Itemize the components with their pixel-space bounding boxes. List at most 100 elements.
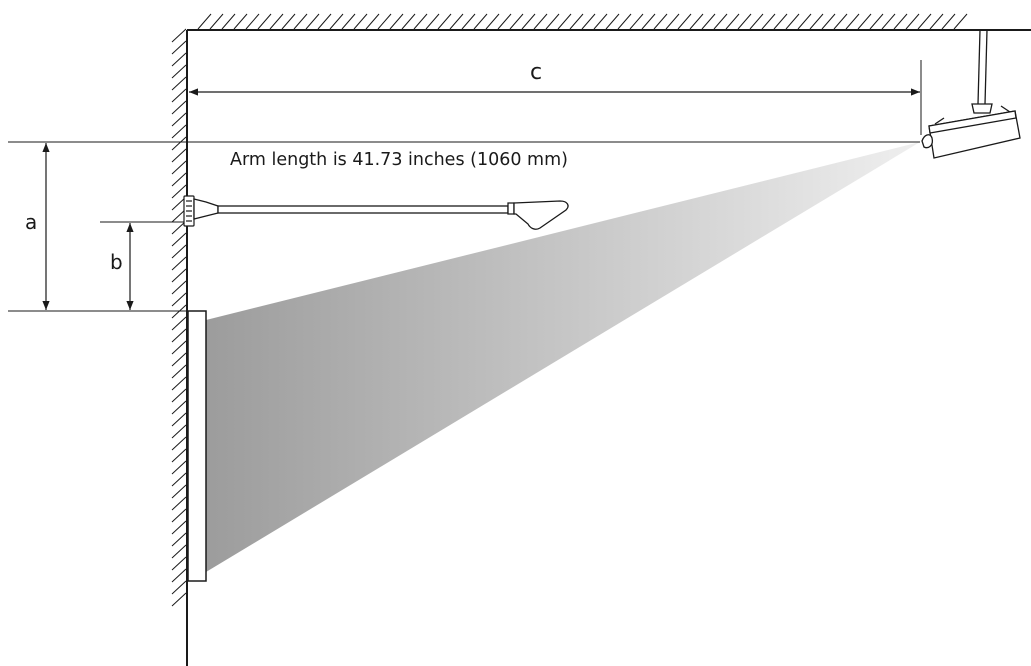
ceiling-hatch-mark — [341, 13, 356, 30]
ceiling-hatch-mark — [197, 13, 212, 30]
ceiling-hatch-mark — [221, 13, 236, 30]
wall-hatch-mark — [171, 376, 187, 391]
wall-hatch-mark — [171, 580, 187, 595]
ceiling-hatch-mark — [449, 13, 464, 30]
ceiling-hatch-mark — [509, 13, 524, 30]
ceiling-hatch-mark — [797, 13, 812, 30]
ceiling-hatch-mark — [905, 13, 920, 30]
ceiling-hatch-mark — [713, 13, 728, 30]
ceiling-hatch-mark — [389, 13, 404, 30]
wall-hatch-mark — [171, 172, 187, 187]
wall-hatch-mark — [171, 340, 187, 355]
wall-hatch-mark — [171, 76, 187, 91]
ceiling-hatch-mark — [701, 13, 716, 30]
wall-hatch-mark — [171, 88, 187, 103]
ceiling-hatch-mark — [353, 13, 368, 30]
ceiling-hatch-mark — [821, 13, 836, 30]
wall-hatch-mark — [171, 508, 187, 523]
ceiling-hatch-mark — [665, 13, 680, 30]
ceiling-hatch-mark — [317, 13, 332, 30]
ceiling-hatch-mark — [521, 13, 536, 30]
ceiling-hatch-mark — [653, 13, 668, 30]
ceiling-hatch-mark — [413, 13, 428, 30]
wall-hatch-mark — [171, 544, 187, 559]
wall-hatch-mark — [171, 136, 187, 151]
ceiling-hatch-mark — [581, 13, 596, 30]
ceiling-hatch-mark — [737, 13, 752, 30]
mount-arm-icon — [193, 198, 569, 230]
wall-hatch-mark — [171, 160, 187, 175]
ceiling-hatch-mark — [749, 13, 764, 30]
wall-hatch-mark — [171, 424, 187, 439]
ceiling-hatch-mark — [305, 13, 320, 30]
wall-hatch-mark — [171, 484, 187, 499]
projection-screen — [187, 310, 207, 582]
ceiling-hatch-mark — [857, 13, 872, 30]
wall-hatch-mark — [171, 28, 187, 43]
projection-beam — [206, 142, 920, 572]
ceiling-hatch-mark — [689, 13, 704, 30]
ceiling-hatch-mark — [233, 13, 248, 30]
ceiling-hatch-mark — [569, 13, 584, 30]
wall-hatch-mark — [171, 148, 187, 163]
ceiling-hatch-mark — [845, 13, 860, 30]
ceiling-hatching — [197, 13, 968, 30]
wall-hatch-mark — [171, 184, 187, 199]
ceiling-hatch-mark — [785, 13, 800, 30]
wall-hatch-mark — [171, 472, 187, 487]
wall-hatch-mark — [171, 556, 187, 571]
ceiling-hatch-mark — [377, 13, 392, 30]
ceiling-hatch-mark — [833, 13, 848, 30]
ceiling-hatch-mark — [533, 13, 548, 30]
ceiling-hatch-mark — [869, 13, 884, 30]
ceiling-hatch-mark — [617, 13, 632, 30]
wall-hatch-mark — [171, 352, 187, 367]
wall-hatch-mark — [171, 280, 187, 295]
wall-hatch-mark — [171, 40, 187, 55]
wall-hatch-mark — [171, 412, 187, 427]
ceiling-hatch-mark — [881, 13, 896, 30]
dimension-a-label: a — [25, 210, 38, 234]
projector-icon — [921, 29, 1021, 159]
ceiling-hatch-mark — [545, 13, 560, 30]
wall-hatch-mark — [171, 388, 187, 403]
ceiling-hatch-mark — [497, 13, 512, 30]
wall-hatch-mark — [171, 520, 187, 535]
ceiling-hatch-mark — [893, 13, 908, 30]
wall-hatch-mark — [171, 448, 187, 463]
ceiling-hatch-mark — [245, 13, 260, 30]
ceiling-hatch-mark — [917, 13, 932, 30]
ceiling-hatch-mark — [605, 13, 620, 30]
wall-hatch-mark — [171, 592, 187, 607]
ceiling-hatch-mark — [629, 13, 644, 30]
ceiling-hatch-mark — [281, 13, 296, 30]
wall-hatch-mark — [171, 292, 187, 307]
ceiling-hatch-mark — [269, 13, 284, 30]
wall-hatch-mark — [171, 316, 187, 331]
wall-hatch-mark — [171, 400, 187, 415]
ceiling-hatch-mark — [677, 13, 692, 30]
wall-hatch-mark — [171, 64, 187, 79]
ceiling-hatch-mark — [725, 13, 740, 30]
ceiling-hatch-mark — [953, 13, 968, 30]
ceiling-hatch-mark — [401, 13, 416, 30]
wall-hatch-mark — [171, 568, 187, 583]
ceiling-hatch-mark — [425, 13, 440, 30]
dimension-b-label: b — [110, 250, 123, 274]
wall-hatch-mark — [171, 124, 187, 139]
wall-hatch-mark — [171, 232, 187, 247]
ceiling-hatch-mark — [209, 13, 224, 30]
ceiling-hatch-mark — [257, 13, 272, 30]
ceiling-hatch-mark — [461, 13, 476, 30]
wall-hatch-mark — [171, 112, 187, 127]
ceiling-hatch-mark — [329, 13, 344, 30]
ceiling-hatch-mark — [809, 13, 824, 30]
ceiling-hatch-mark — [365, 13, 380, 30]
ceiling-hatch-mark — [557, 13, 572, 30]
ceiling-hatch-mark — [761, 13, 776, 30]
dimension-c-label: c — [530, 60, 543, 85]
ceiling-hatch-mark — [929, 13, 944, 30]
ceiling-hatch-mark — [593, 13, 608, 30]
wall-hatch-mark — [171, 436, 187, 451]
ceiling-hatch-mark — [473, 13, 488, 30]
